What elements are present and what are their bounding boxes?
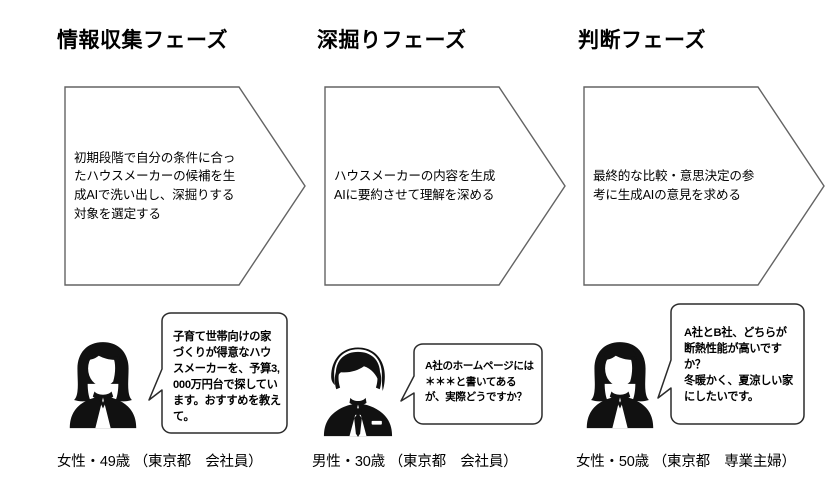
persona-caption-2: 男性・30歳 （東京都 会社員） bbox=[312, 454, 518, 470]
man-avatar-silhouette bbox=[323, 347, 393, 437]
speech-bubble-2: A社のホームページには＊＊＊と書いてあるが、実際どうですか？ bbox=[400, 343, 543, 425]
speech-bubble-shape-icon bbox=[657, 303, 805, 425]
phase-title-2: 深掘りフェーズ bbox=[317, 29, 467, 52]
phase-chevron-text-3: 最終的な比較・意思決定の参考に生成AIの意見を求める bbox=[593, 169, 755, 202]
speech-bubble-text-2: A社のホームページには＊＊＊と書いてあるが、実際どうですか？ bbox=[425, 360, 534, 404]
phase-title-1: 情報収集フェーズ bbox=[57, 29, 228, 52]
phase-chevron-3: 最終的な比較・意思決定の参考に生成AIの意見を求める bbox=[583, 86, 825, 286]
phase-chevron-text-1: 初期段階で自分の条件に合ったハウスメーカーの候補を生成AIで洗い出し、深掘りする… bbox=[74, 150, 236, 221]
speech-bubble-3: A社とB社、どちらが断熱性能が高いですか？ 冬暖かく、夏涼しい家にしたいです。 bbox=[657, 303, 805, 425]
woman-avatar-icon bbox=[60, 337, 146, 429]
woman-avatar-silhouette bbox=[69, 342, 137, 429]
speech-bubble-shape-icon bbox=[148, 312, 288, 434]
chevron-shape-icon bbox=[583, 86, 825, 286]
persona-caption-3: 女性・50歳 （東京都 専業主婦） bbox=[576, 454, 796, 470]
speech-bubble-text-3: A社とB社、どちらが断熱性能が高いですか？ 冬暖かく、夏涼しい家にしたいです。 bbox=[684, 327, 793, 403]
chevron-shape-icon bbox=[64, 86, 306, 286]
speech-bubble-shape-icon bbox=[400, 343, 543, 425]
phase-chevron-2: ハウスメーカーの内容を生成AIに要約させて理解を深める bbox=[324, 86, 566, 286]
chevron-shape-icon bbox=[324, 86, 566, 286]
persona-caption-1: 女性・49歳 （東京都 会社員） bbox=[57, 454, 263, 470]
speech-bubble-text-1: 子育て世帯向けの家づくりが得意なハウスメーカーを、予算3,000万円台で探してい… bbox=[173, 331, 281, 423]
speech-bubble-1: 子育て世帯向けの家づくりが得意なハウスメーカーを、予算3,000万円台で探してい… bbox=[148, 312, 288, 434]
woman-avatar-silhouette bbox=[586, 342, 654, 429]
phase-title-3: 判断フェーズ bbox=[578, 29, 706, 52]
phase-chevron-1: 初期段階で自分の条件に合ったハウスメーカーの候補を生成AIで洗い出し、深掘りする… bbox=[64, 86, 306, 286]
phase-chevron-text-2: ハウスメーカーの内容を生成AIに要約させて理解を深める bbox=[334, 169, 496, 202]
woman-avatar-icon bbox=[577, 337, 663, 429]
man-avatar-icon bbox=[315, 345, 401, 437]
